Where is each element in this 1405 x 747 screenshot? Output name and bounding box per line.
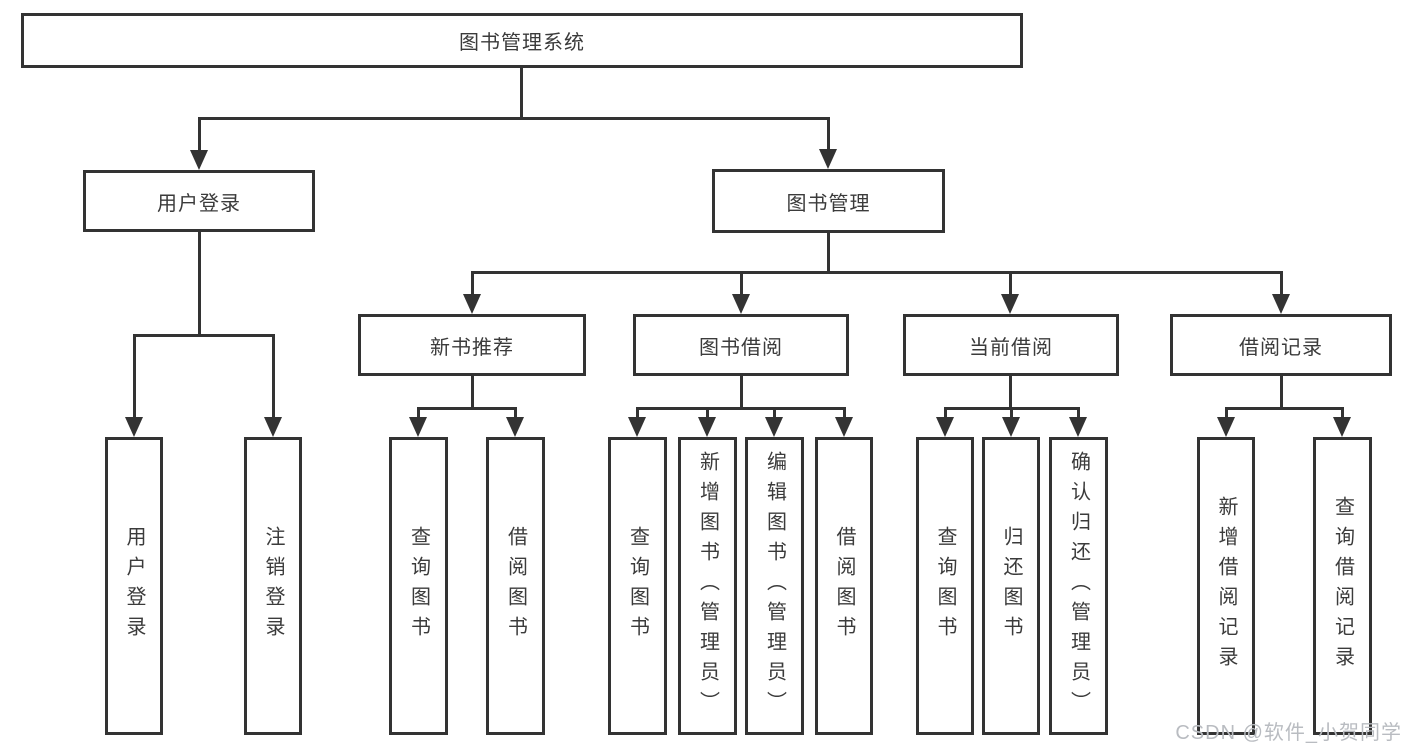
arrow-down: [1272, 294, 1290, 314]
node-label: 图书管理系统: [459, 32, 585, 54]
connector-line: [417, 407, 420, 419]
leaf-borrow-books: 借阅图书: [815, 437, 873, 735]
connector-line: [198, 117, 830, 120]
connector-line: [1280, 376, 1283, 409]
node-label: 借阅记录: [1239, 336, 1323, 359]
leaf-current-query-books: 查询图书: [916, 437, 974, 735]
connector-line: [740, 376, 743, 409]
connector-line: [198, 232, 201, 336]
connector-line: [1225, 407, 1344, 410]
connector-line: [843, 407, 846, 419]
leaf-add-books-admin: 新增图书（管理员）: [678, 437, 737, 735]
leaf-label: 注销登录: [262, 526, 284, 646]
leaf-add-borrow-record: 新增借阅记录: [1197, 437, 1255, 735]
node-book-borrowing: 图书借阅: [633, 314, 849, 376]
leaf-label: 查询图书: [934, 526, 956, 646]
node-system-root: 图书管理系统: [21, 13, 1023, 68]
leaf-label: 归还图书: [1000, 526, 1022, 646]
leaf-label: 新增借阅记录: [1215, 496, 1237, 676]
connector-line: [1077, 407, 1080, 419]
leaf-return-books: 归还图书: [982, 437, 1040, 735]
connector-line: [1009, 376, 1012, 409]
arrow-down: [936, 417, 954, 437]
connector-line: [520, 68, 523, 118]
connector-line: [471, 376, 474, 409]
node-book-management: 图书管理: [712, 169, 945, 233]
connector-line: [133, 334, 275, 337]
arrow-down: [1069, 417, 1087, 437]
leaf-label: 查询借阅记录: [1331, 496, 1354, 676]
arrow-down: [1002, 417, 1020, 437]
leaf-label: 用户登录: [123, 526, 145, 646]
connector-line: [636, 407, 846, 410]
leaf-recommend-borrow-books: 借阅图书: [486, 437, 545, 735]
leaf-label: 借阅图书: [504, 526, 527, 646]
node-label: 用户登录: [157, 192, 241, 215]
arrow-down: [409, 417, 427, 437]
arrow-down: [190, 150, 208, 170]
leaf-confirm-return-admin: 确认归还（管理员）: [1049, 437, 1108, 735]
connector-line: [827, 117, 830, 150]
connector-line: [636, 407, 639, 419]
leaf-borrowing-query-books: 查询图书: [608, 437, 667, 735]
connector-line: [1010, 407, 1013, 419]
connector-line: [827, 233, 830, 273]
arrow-down: [732, 294, 750, 314]
csdn-watermark: CSDN @软件_小贺同学: [1175, 722, 1402, 744]
arrow-down: [765, 417, 783, 437]
leaf-label: 借阅图书: [833, 526, 855, 646]
leaf-label: 查询图书: [407, 526, 430, 646]
arrow-down: [1001, 294, 1019, 314]
connector-line: [706, 407, 709, 419]
node-label: 新书推荐: [430, 336, 514, 359]
leaf-label: 编辑图书（管理员）: [763, 451, 786, 721]
arrow-down: [835, 417, 853, 437]
node-borrowing-records: 借阅记录: [1170, 314, 1392, 376]
leaf-user-login: 用户登录: [105, 437, 163, 735]
connector-line: [944, 407, 947, 419]
connector-line: [514, 407, 517, 419]
connector-line: [198, 117, 201, 150]
leaf-label: 确认归还（管理员）: [1067, 451, 1090, 721]
connector-line: [1341, 407, 1344, 419]
node-label: 图书管理: [786, 192, 871, 215]
leaf-edit-books-admin: 编辑图书（管理员）: [745, 437, 804, 735]
arrow-down: [1333, 417, 1351, 437]
leaf-label: 查询图书: [626, 526, 649, 646]
connector-line: [740, 271, 743, 296]
arrow-down: [264, 417, 282, 437]
connector-line: [133, 334, 136, 418]
connector-line: [1280, 271, 1283, 296]
arrow-down: [628, 417, 646, 437]
leaf-recommend-query-books: 查询图书: [389, 437, 448, 735]
connector-line: [272, 334, 275, 418]
arrow-down: [506, 417, 524, 437]
leaf-logout: 注销登录: [244, 437, 302, 735]
arrow-down: [819, 149, 837, 169]
arrow-down: [125, 417, 143, 437]
leaf-label: 新增图书（管理员）: [696, 451, 719, 721]
node-user-login: 用户登录: [83, 170, 315, 232]
connector-line: [471, 271, 1283, 274]
leaf-query-borrow-record: 查询借阅记录: [1313, 437, 1372, 735]
connector-line: [1225, 407, 1228, 419]
arrow-down: [463, 294, 481, 314]
node-label: 当前借阅: [969, 336, 1053, 359]
connector-line: [1009, 271, 1012, 296]
arrow-down: [1217, 417, 1235, 437]
node-current-borrowing: 当前借阅: [903, 314, 1119, 376]
connector-line: [417, 407, 517, 410]
node-new-book-recommend: 新书推荐: [358, 314, 586, 376]
connector-line: [471, 271, 474, 296]
arrow-down: [698, 417, 716, 437]
node-label: 图书借阅: [699, 336, 783, 359]
connector-line: [773, 407, 776, 419]
